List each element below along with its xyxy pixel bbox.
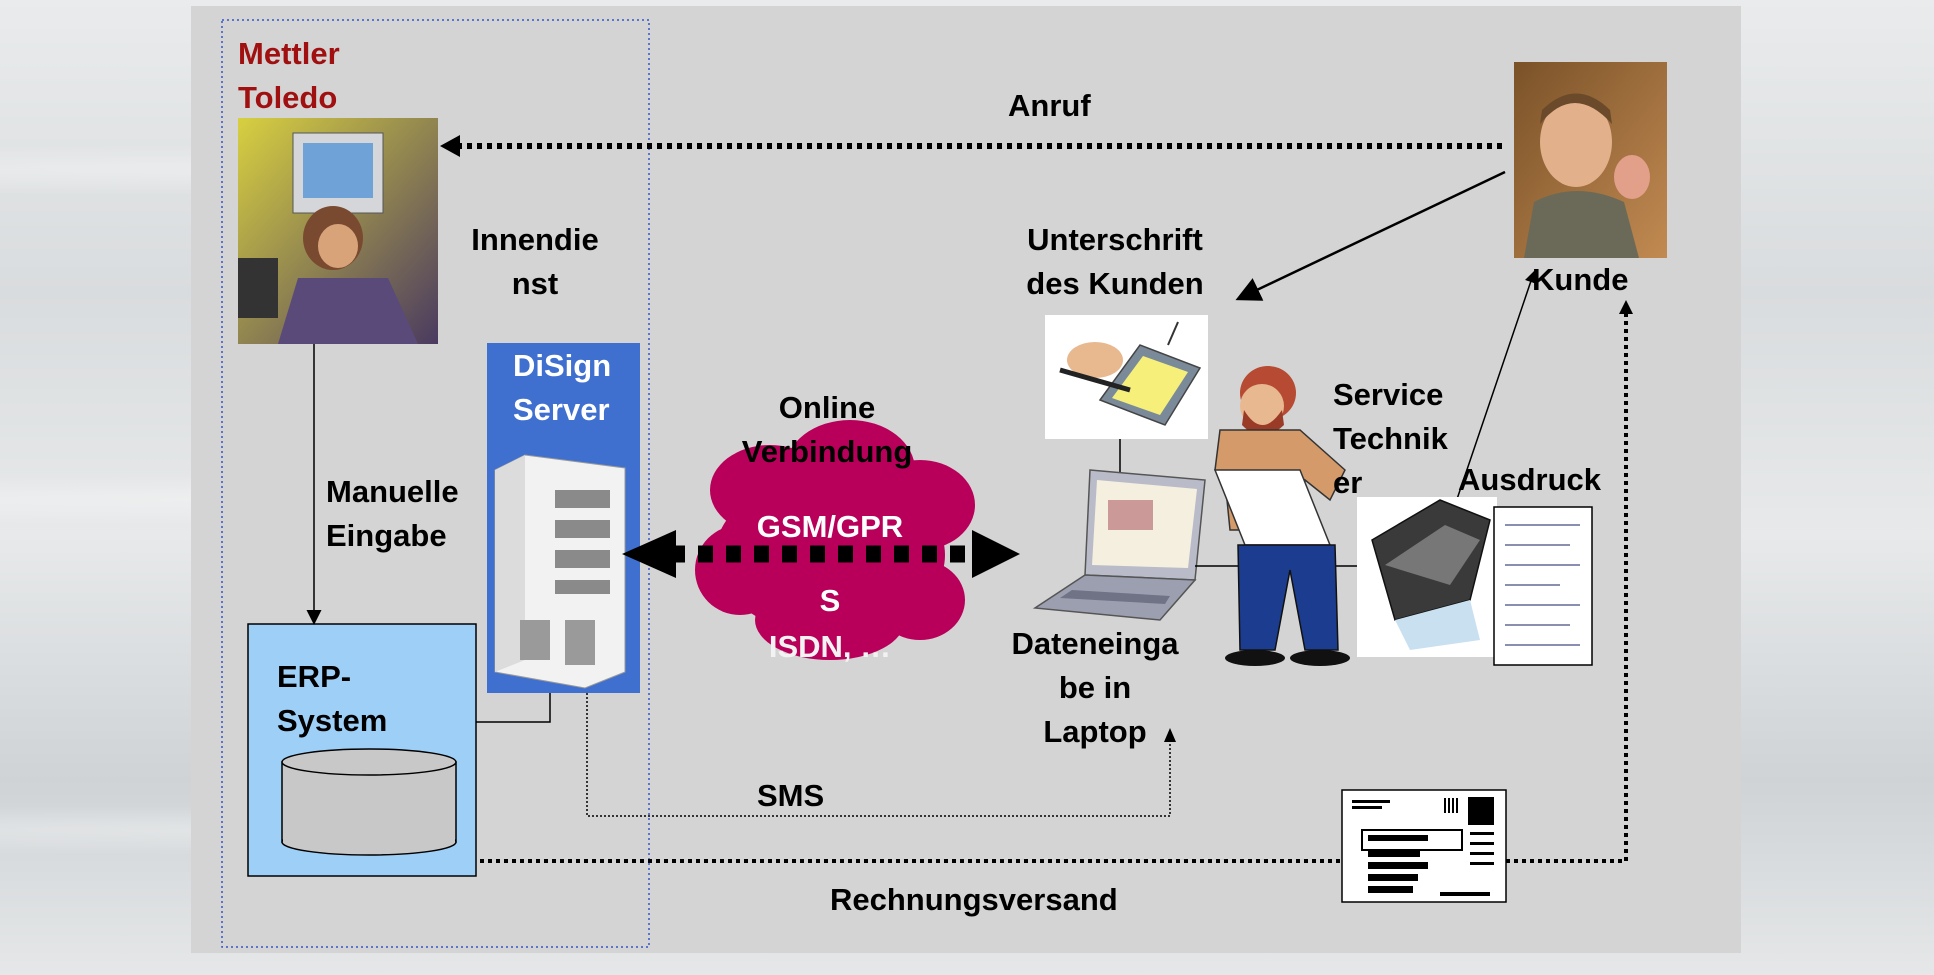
isdn-label: ISDN, …	[768, 629, 892, 664]
cloud-icon	[695, 420, 975, 660]
technician-label: Service Technik er	[1333, 377, 1448, 500]
laptop-entry-label: Dateneinga be in Laptop	[1011, 626, 1179, 749]
agent-photo	[238, 118, 438, 344]
internal-service-label: Innendie nst	[471, 222, 599, 301]
call-label: Anruf	[1008, 88, 1091, 123]
envelope-icon	[1341, 789, 1507, 903]
erp-label: ERP- System	[277, 659, 388, 738]
company-label: Mettler Toledo	[238, 36, 340, 115]
printer-icon	[1357, 497, 1497, 657]
document-icon	[1493, 506, 1593, 666]
sms-arrowhead	[1164, 728, 1176, 742]
sms-line	[586, 693, 1171, 817]
call-arrowhead	[440, 135, 460, 157]
erp-server-connector	[476, 693, 551, 723]
company-boundary	[221, 19, 650, 948]
online-connection-label: Online Verbindung	[741, 390, 913, 469]
signature-label: Unterschrift des Kunden	[1026, 222, 1204, 301]
gsm-label: GSM/GPR S	[756, 509, 904, 618]
invoice-arrowhead	[1619, 300, 1633, 314]
signature-arrow	[1235, 170, 1506, 301]
laptop-icon	[1032, 469, 1206, 621]
customer-photo	[1514, 62, 1667, 258]
server-icon	[494, 454, 626, 689]
server-label: DiSign Server	[513, 348, 612, 427]
customer-label: Kunde	[1532, 262, 1629, 297]
manual-entry-label: Manuelle Eingabe	[326, 474, 459, 553]
online-arrowhead-right	[972, 530, 1020, 578]
technician-icon	[1213, 366, 1350, 666]
signature-pad-icon	[1045, 315, 1208, 439]
invoice-label: Rechnungsversand	[830, 882, 1118, 917]
database-icon	[281, 748, 457, 856]
sms-label: SMS	[757, 778, 825, 813]
printout-arrow	[1454, 270, 1537, 506]
online-arrowhead-left	[622, 530, 676, 578]
invoice-line-right	[1506, 310, 1628, 863]
printout-label: Ausdruck	[1458, 462, 1601, 497]
